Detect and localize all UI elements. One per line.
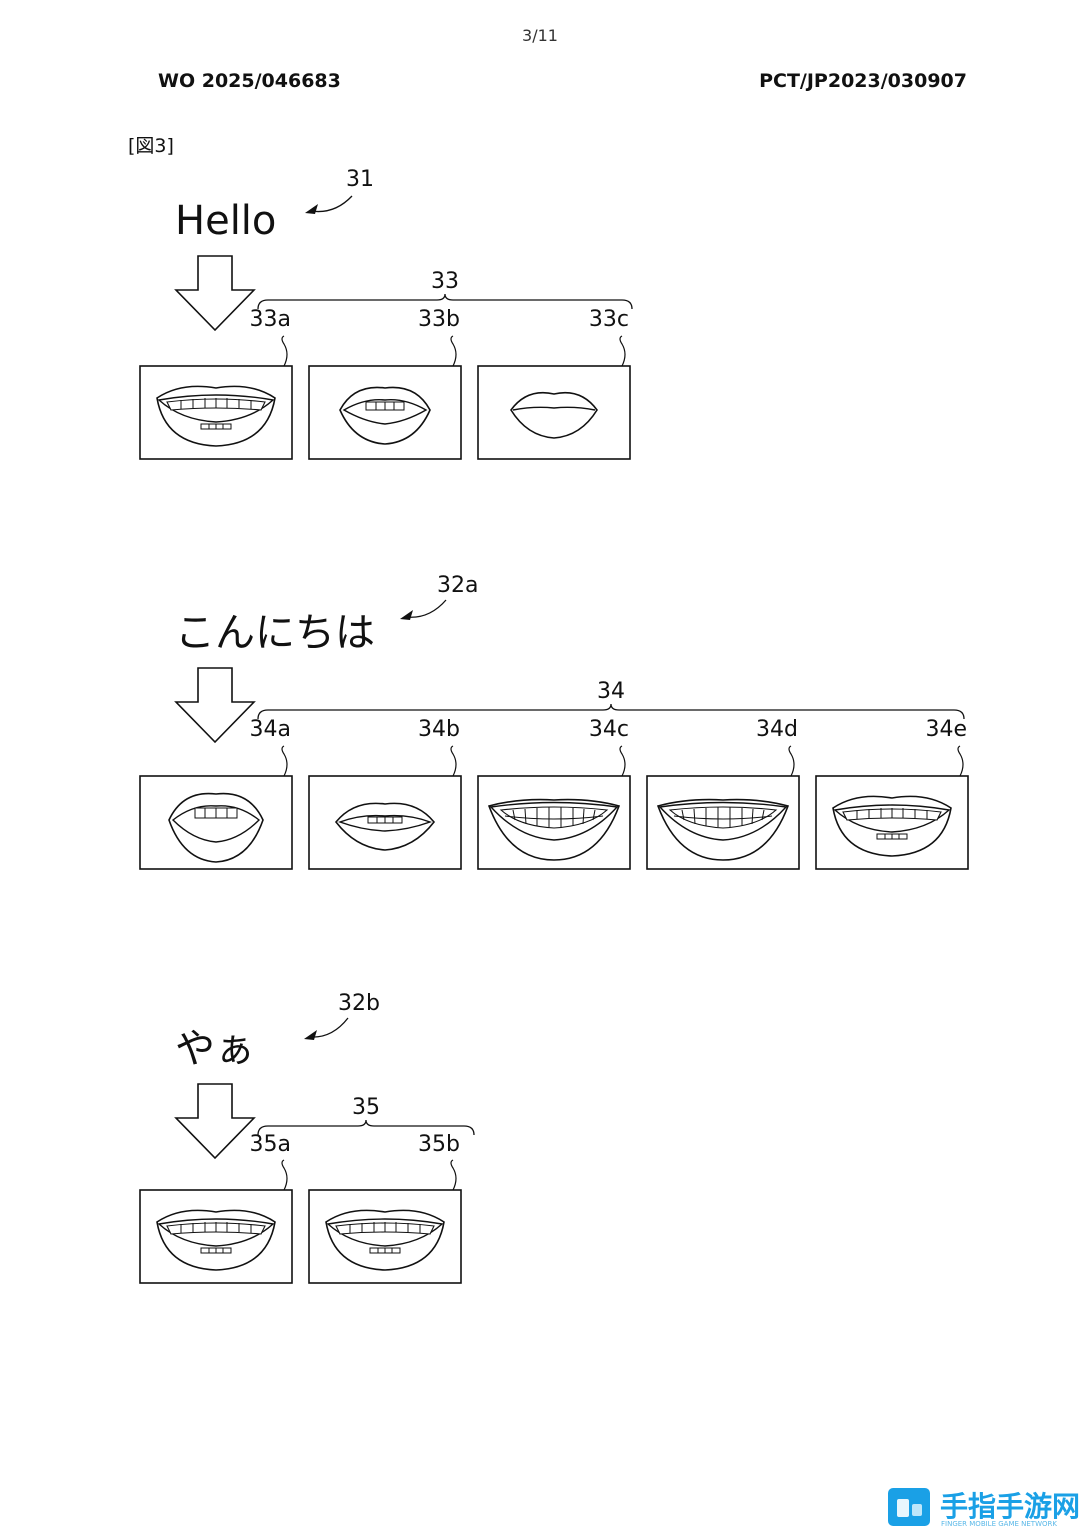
frame-reference-numeral: 34e: [925, 717, 967, 742]
leader-arrowhead-icon: [305, 204, 318, 214]
frame-leader-line: [281, 1159, 288, 1191]
frame-leader-line: [281, 335, 288, 367]
frame-reference-numeral: 35b: [418, 1132, 460, 1157]
mouth-frame: 33c: [477, 307, 631, 460]
frame-leader-line: [957, 745, 964, 777]
down-arrow-icon: [175, 1083, 255, 1159]
leader-line: [405, 599, 447, 618]
frame-reference-numeral: 33c: [589, 307, 629, 332]
frame-border: [308, 1189, 462, 1284]
sequence-brace: [257, 703, 965, 720]
spoken-word: Hello: [175, 198, 276, 244]
frame-leader-line: [788, 745, 795, 777]
down-arrow-icon: [175, 667, 255, 743]
watermark-text: 手指手游网: [940, 1490, 1080, 1523]
application-number: PCT/JP2023/030907: [759, 70, 967, 92]
frame-border: [139, 775, 293, 870]
frame-leader-line: [619, 335, 626, 367]
leader-arrowhead-icon: [304, 1030, 317, 1040]
frame-leader-line: [619, 745, 626, 777]
mouth-frame: 33b: [308, 307, 462, 460]
frame-reference-numeral: 34c: [589, 717, 629, 742]
word-reference-numeral: 32a: [437, 573, 478, 598]
word-reference-numeral: 31: [346, 167, 374, 192]
sequence-reference-numeral: 34: [597, 679, 625, 704]
mouth-frame: 34c: [477, 717, 631, 870]
frame-reference-numeral: 35a: [250, 1132, 291, 1157]
frame-reference-numeral: 34b: [418, 717, 460, 742]
mouth-frame: 34d: [646, 717, 800, 870]
frame-border: [308, 365, 462, 460]
figure-group: やぁ 32b 35 35a 35b: [139, 991, 475, 1284]
mouth-frame: 34b: [308, 717, 462, 870]
watermark: 手指手游网 FINGER MOBILE GAME NETWORK: [888, 1488, 1080, 1528]
frame-leader-line: [281, 745, 288, 777]
page-number: 3/11: [522, 26, 558, 45]
frame-reference-numeral: 33a: [250, 307, 291, 332]
figure-group: Hello 31 33 33a 33b 33c: [139, 167, 633, 460]
mouth-frame: 34a: [139, 717, 293, 870]
frame-border: [139, 365, 293, 460]
sequence-reference-numeral: 35: [352, 1095, 380, 1120]
spoken-word: やぁ: [175, 1026, 255, 1072]
mouth-frame: 34e: [815, 717, 969, 870]
sequence-brace: [257, 1119, 475, 1136]
publication-number: WO 2025/046683: [158, 70, 341, 92]
frame-border: [139, 1189, 293, 1284]
mouth-frame: 35a: [139, 1132, 293, 1284]
frame-leader-line: [450, 335, 457, 367]
sequence-reference-numeral: 33: [431, 269, 459, 294]
frame-border: [815, 775, 969, 870]
watermark-subtext: FINGER MOBILE GAME NETWORK: [941, 1520, 1057, 1528]
sequence-brace: [257, 293, 633, 310]
frame-border: [477, 365, 631, 460]
leader-arrowhead-icon: [400, 610, 413, 620]
down-arrow-icon: [175, 255, 255, 331]
spoken-word: こんにちは: [175, 610, 375, 656]
figure-group: こんにちは 32a 34 34a 34b 34c 34d 34e: [139, 573, 969, 870]
mouth-frame: 35b: [308, 1132, 462, 1284]
mouth-frame: 33a: [139, 307, 293, 460]
word-reference-numeral: 32b: [338, 991, 380, 1016]
leader-line: [310, 195, 353, 213]
frame-reference-numeral: 34d: [756, 717, 798, 742]
frame-reference-numeral: 34a: [250, 717, 291, 742]
frame-leader-line: [450, 745, 457, 777]
figure-label: [図3]: [128, 135, 174, 157]
frame-leader-line: [450, 1159, 457, 1191]
frame-reference-numeral: 33b: [418, 307, 460, 332]
